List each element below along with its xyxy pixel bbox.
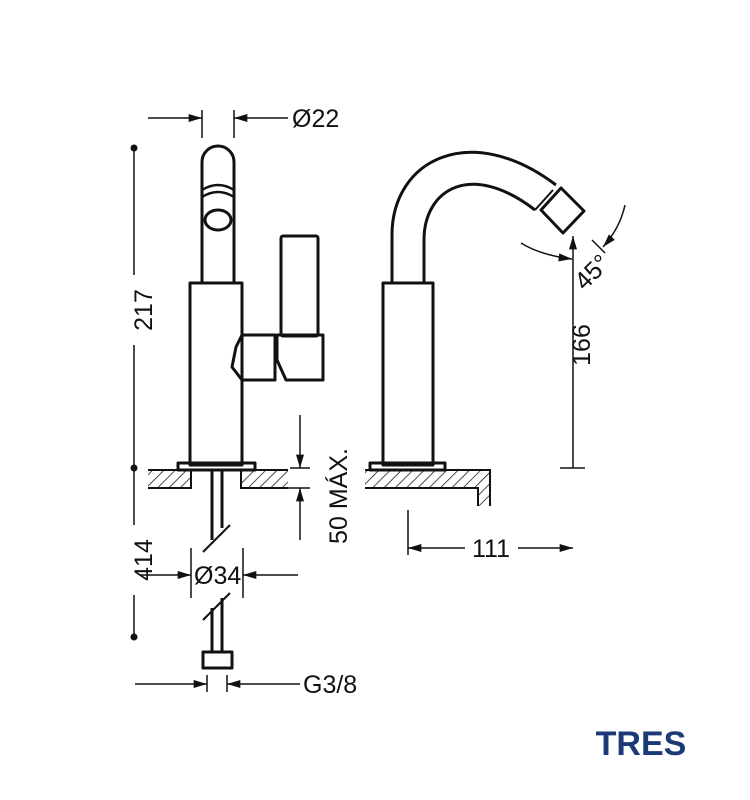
dim-total-height: 217 bbox=[130, 289, 158, 331]
lever-handle bbox=[279, 234, 320, 338]
spout-inner bbox=[422, 182, 536, 283]
dim-connection: G3/8 bbox=[303, 671, 357, 699]
side-view bbox=[368, 150, 586, 472]
dim-pipe-length: 414 bbox=[130, 539, 158, 581]
spout-tube bbox=[200, 144, 236, 283]
body bbox=[188, 281, 244, 467]
spout-outer bbox=[390, 150, 557, 283]
counter-section-left bbox=[148, 469, 288, 489]
connector bbox=[201, 650, 234, 670]
dim-spout-height: 166 bbox=[568, 324, 596, 366]
dimension-dots bbox=[130, 144, 138, 641]
nozzle bbox=[539, 186, 586, 235]
counter-section-right bbox=[365, 469, 491, 506]
side-body bbox=[381, 281, 435, 467]
dimension-lines bbox=[133, 110, 626, 692]
aerator-outlet bbox=[203, 208, 233, 232]
tres-logo: TRES bbox=[596, 725, 687, 763]
lever-hub bbox=[230, 333, 277, 382]
aerator-ring bbox=[201, 183, 235, 199]
lever-block bbox=[275, 333, 325, 382]
dim-base-diameter: Ø34 bbox=[194, 562, 241, 590]
dim-spout-reach: 111 bbox=[472, 535, 510, 563]
dim-spout-diameter: Ø22 bbox=[292, 105, 339, 133]
dim-nozzle-angle: 45° bbox=[569, 249, 616, 296]
dim-max-thickness: 50 MÁX. bbox=[324, 448, 353, 544]
